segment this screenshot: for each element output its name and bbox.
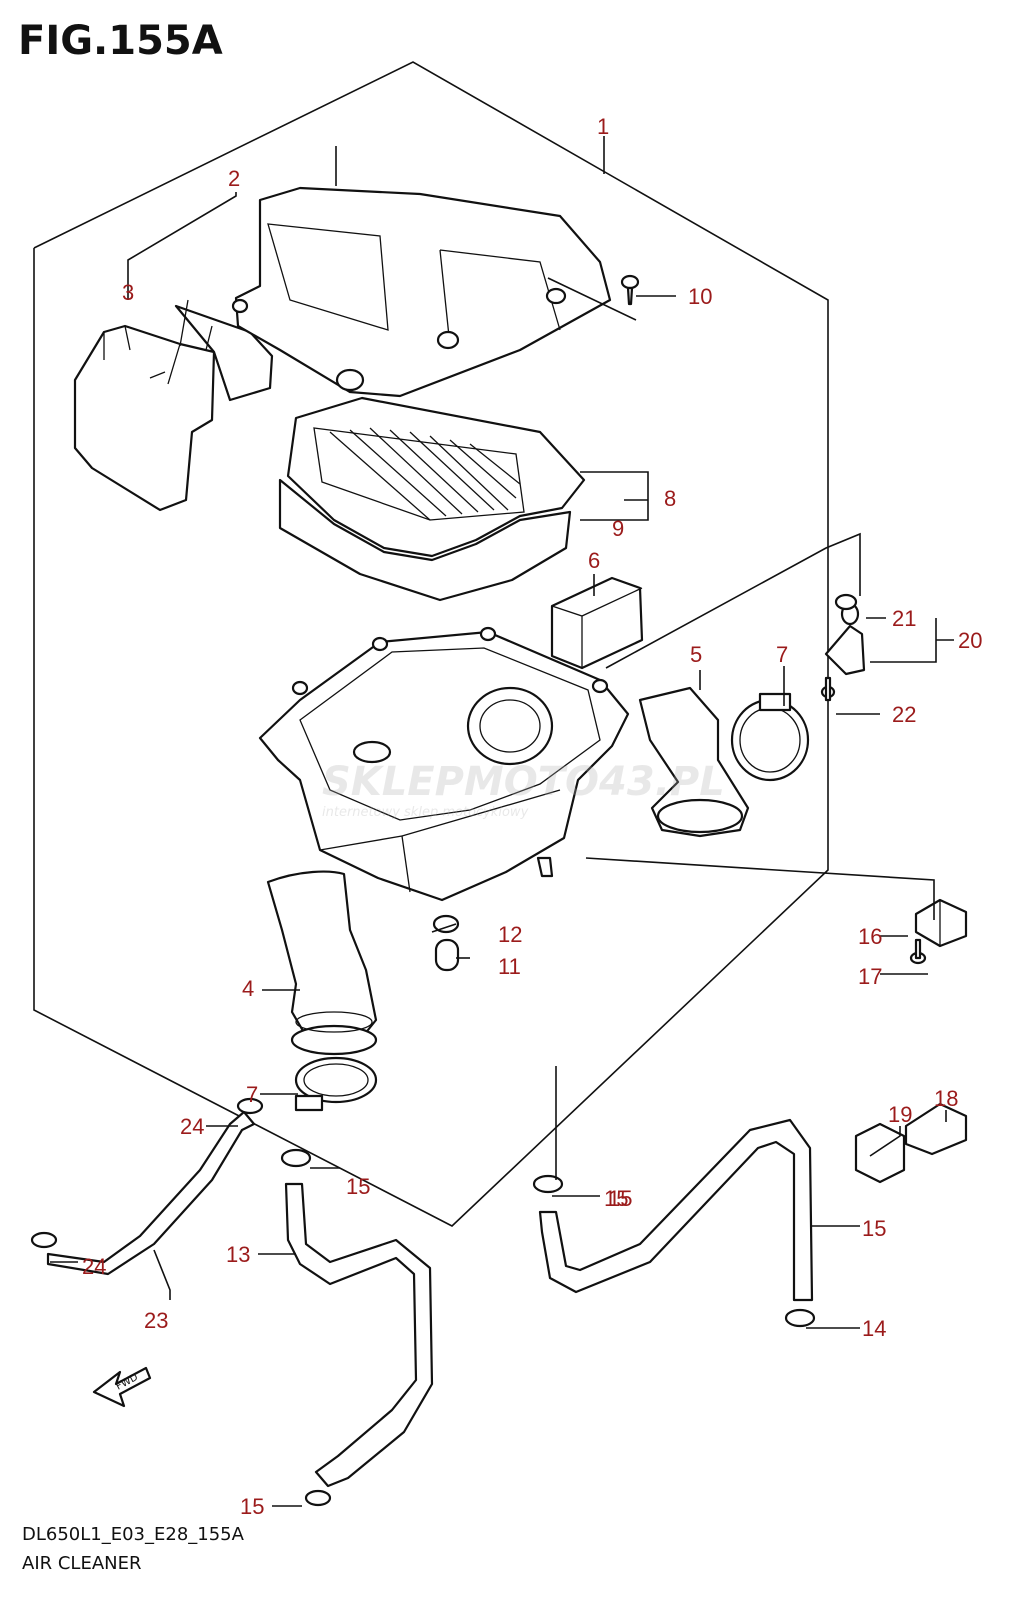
fwd-direction-marker: FWD — [92, 1366, 152, 1408]
callout-label: 3 — [122, 280, 134, 305]
clip-15-c — [784, 1308, 816, 1328]
callout-label: 9 — [612, 516, 624, 541]
callout-label: 5 — [690, 642, 702, 667]
hose-23 — [46, 1110, 256, 1276]
screw-17 — [909, 938, 927, 965]
callout-label: 6 — [588, 548, 600, 573]
callout-label: 15 — [862, 1216, 886, 1241]
callout-label: 13 — [226, 1242, 250, 1267]
grommet-11 — [434, 938, 460, 972]
screw-10 — [620, 274, 640, 306]
watermark-brand: SKLEPMOTO43.PL — [322, 759, 725, 805]
screw-22 — [820, 676, 836, 702]
watermark-tagline: internetowy sklep motocyklowy — [322, 805, 529, 820]
callout-label: 18 — [934, 1086, 958, 1111]
callout-label: 23 — [144, 1308, 168, 1333]
inlet-duct-part — [73, 299, 274, 512]
callout-label: 24 — [82, 1254, 106, 1279]
clip-12 — [432, 914, 460, 934]
callout-label: 4 — [242, 976, 254, 1001]
callout-label: 16 — [858, 924, 882, 949]
diagram-name: AIR CLEANER — [22, 1553, 142, 1574]
callout-label: 11 — [498, 954, 521, 979]
figure-title: FIG.155A — [18, 18, 223, 64]
callout-label: 12 — [498, 922, 522, 947]
clip-15-b — [532, 1174, 564, 1194]
watermark: SKLEPMOTO43.PL internetowy sklep motocyk… — [322, 759, 725, 820]
upper-cover-part — [231, 186, 612, 398]
hose-clamp-part-upper — [730, 692, 810, 782]
clip-24-a — [236, 1097, 264, 1115]
callout-label: 15 — [608, 1186, 632, 1211]
assembly-boundary — [33, 61, 829, 1227]
connector-18 — [904, 1102, 968, 1156]
callout-label: 10 — [688, 284, 712, 309]
model-code: DL650L1_E03_E28_155A — [22, 1524, 244, 1545]
callout-label: 17 — [858, 964, 882, 989]
callout-label: 15 — [604, 1186, 628, 1211]
callout-label: 19 — [888, 1102, 912, 1127]
callout-label: 15 — [346, 1174, 370, 1199]
callout-label: 8 — [664, 486, 676, 511]
clip-15-a — [280, 1148, 312, 1168]
callout-label: 15 — [240, 1494, 264, 1519]
o-ring-21 — [834, 593, 858, 611]
callout-label: 7 — [246, 1082, 258, 1107]
intake-tube-part — [266, 870, 378, 1056]
sensor-20 — [824, 602, 866, 676]
cap-19 — [854, 1122, 906, 1184]
outlet-boot-part — [638, 686, 750, 838]
foam-block-part — [550, 576, 644, 670]
hose-13 — [284, 1182, 434, 1488]
callout-label: 14 — [862, 1316, 886, 1341]
leader-lines — [50, 136, 954, 1507]
air-filter-element-part — [278, 396, 586, 602]
callout-label: 7 — [776, 642, 788, 667]
hose-14 — [538, 1118, 814, 1302]
callout-label: 1 — [597, 114, 609, 139]
callout-label: 20 — [958, 628, 982, 653]
callout-labels: 1 2 3 4 5 6 7 8 9 10 11 12 15 16 17 20 2… — [82, 114, 982, 1519]
callout-label: 21 — [892, 606, 916, 631]
callout-label: 2 — [228, 166, 240, 191]
clip-24-b — [30, 1231, 58, 1249]
air-cleaner-case-part — [258, 626, 630, 902]
callout-label: 22 — [892, 702, 916, 727]
hose-clamp-part-lower — [294, 1056, 378, 1112]
callout-label: 24 — [180, 1114, 204, 1139]
clip-15-d — [304, 1489, 332, 1507]
sensor-16 — [914, 898, 968, 948]
